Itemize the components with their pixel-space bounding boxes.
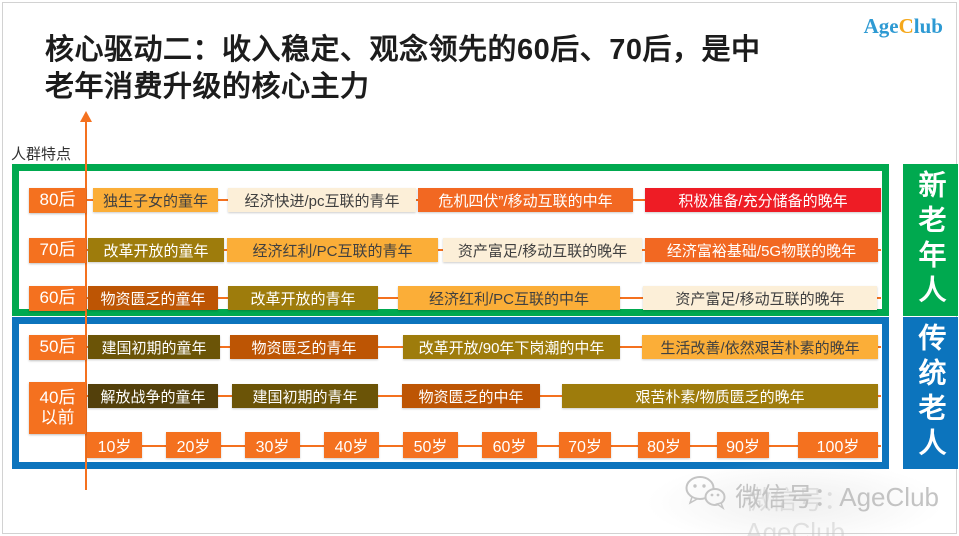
- generation-label-line: 40后: [39, 387, 76, 407]
- era-box: 物资匮乏的青年: [230, 335, 378, 359]
- logo-part-age: Age: [863, 14, 899, 38]
- watermark-blob: [645, 460, 945, 536]
- ageclub-logo: AgeClub: [864, 14, 943, 39]
- logo-part-c: C: [898, 14, 914, 38]
- watermark: 微信号：AgeClub 微信号：AgeClub: [645, 460, 945, 536]
- generation-label: 40后以前: [29, 382, 86, 434]
- era-box: 独生子女的童年: [93, 188, 218, 212]
- generation-label-line: 以前: [40, 408, 75, 427]
- page-title-line2: 老年消费升级的核心主力: [45, 71, 370, 104]
- generation-label-line: 50后: [39, 337, 76, 357]
- age-tick: 90岁: [717, 432, 769, 458]
- era-box: 经济红利/PC互联的中年: [398, 286, 620, 310]
- era-box: 生活改善/依然艰苦朴素的晚年: [642, 335, 878, 359]
- traditional-elderly-group-box: [12, 317, 889, 469]
- watermark-textwrap: 微信号：AgeClub 微信号：AgeClub: [735, 477, 939, 536]
- side-label-traditional-elderly: 传统老人: [903, 317, 958, 469]
- era-box: 危机四伏”/移动互联的中年: [418, 188, 633, 212]
- era-box: 改革开放的童年: [88, 238, 224, 262]
- era-box: 建国初期的青年: [232, 384, 378, 408]
- axis-caption: 人群特点: [11, 146, 72, 163]
- side-label-new-elderly: 新老年人: [903, 164, 958, 316]
- wechat-icon: [683, 474, 727, 517]
- generation-label: 70后: [29, 238, 86, 263]
- era-box: 经济快进/pc互联的青年: [228, 188, 416, 212]
- era-box: 资产富足/移动互联的晚年: [643, 286, 877, 310]
- age-tick: 30岁: [245, 432, 300, 458]
- age-tick: 20岁: [166, 432, 221, 458]
- era-box: 资产富足/移动互联的晚年: [443, 238, 642, 262]
- era-box: 积极准备/充分储备的晚年: [645, 188, 881, 212]
- generation-label-line: 60后: [39, 288, 76, 308]
- age-tick: 100岁: [798, 432, 878, 458]
- axis-arrow-up-icon: [80, 111, 92, 122]
- generation-label: 50后: [29, 335, 86, 360]
- era-box: 改革开放的青年: [228, 286, 378, 310]
- generation-label: 60后: [29, 286, 86, 311]
- generation-label: 80后: [29, 188, 86, 213]
- era-box: 物资匮乏的中年: [402, 384, 540, 408]
- timeline-vertical-axis: [85, 121, 87, 490]
- page-title-line1: 核心驱动二：收入稳定、观念领先的60后、70后，是中: [45, 34, 761, 66]
- age-tick: 60岁: [482, 432, 537, 458]
- age-tick: 50岁: [403, 432, 458, 458]
- age-tick: 70岁: [559, 432, 611, 458]
- age-tick: 80岁: [638, 432, 690, 458]
- new-elderly-group-box: [12, 164, 889, 316]
- era-box: 物资匮乏的童年: [88, 286, 218, 310]
- age-tick: 10岁: [87, 432, 142, 458]
- generation-label-line: 70后: [39, 240, 76, 260]
- page-title: 核心驱动二：收入稳定、观念领先的60后、70后，是中 老年消费升级的核心主力: [45, 32, 761, 106]
- era-box: 解放战争的童年: [88, 384, 218, 408]
- logo-part-lub: lub: [913, 14, 943, 38]
- era-box: 改革开放/90年下岗潮的中年: [403, 335, 620, 359]
- era-box: 建国初期的童年: [88, 335, 220, 359]
- watermark-text-ghost: 微信号：AgeClub: [745, 485, 850, 536]
- watermark-text: 微信号：AgeClub: [735, 482, 939, 512]
- age-tick: 40岁: [324, 432, 379, 458]
- era-box: 经济红利/PC互联的青年: [227, 238, 438, 262]
- era-box: 艰苦朴素/物质匮乏的晚年: [562, 384, 878, 408]
- era-box: 经济富裕基础/5G物联的晚年: [645, 238, 878, 262]
- generation-label-line: 80后: [39, 190, 76, 210]
